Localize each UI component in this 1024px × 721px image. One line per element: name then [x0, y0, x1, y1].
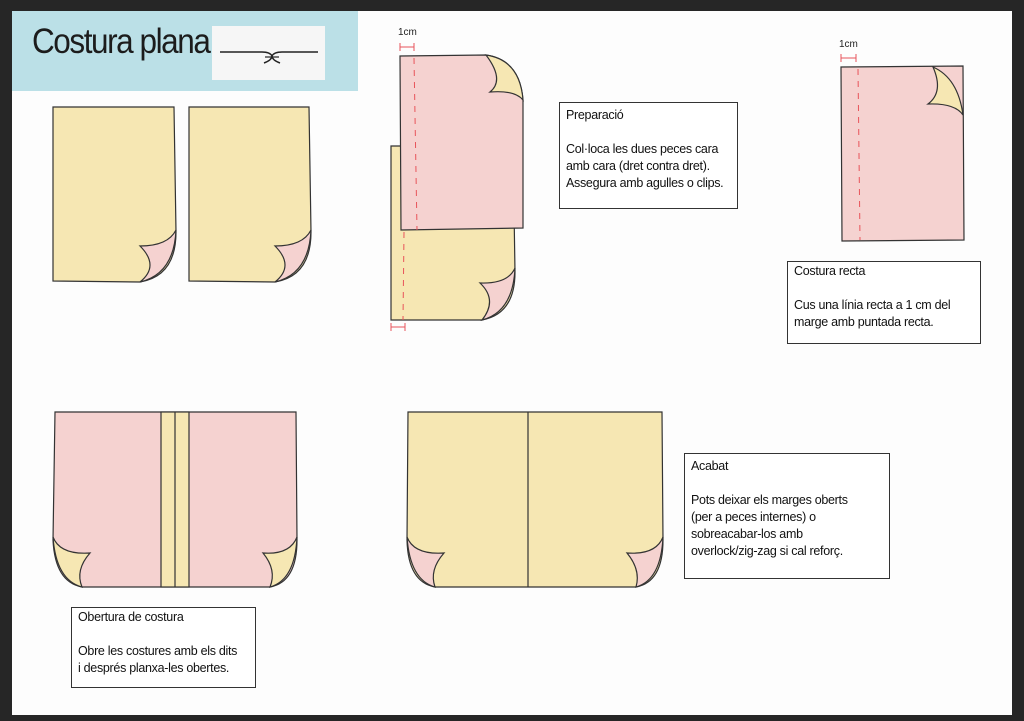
fabric-piece-right [188, 106, 312, 283]
step-text: Assegura amb agulles o clips. [566, 176, 724, 190]
step-title: Acabat [691, 459, 729, 473]
step-box-preparacio: Preparació Col·loca les dues peces cara … [559, 102, 738, 209]
step-text: i després planxa-les obertes. [78, 661, 230, 675]
fabric-piece-left [52, 106, 177, 283]
measure-label: 1cm [398, 27, 417, 38]
step-title: Costura recta [794, 264, 866, 278]
finished-seam [406, 411, 664, 588]
step-text: overlock/zig-zag si cal reforç. [691, 544, 843, 558]
sewn-piece [840, 65, 965, 242]
step-box-obertura: Obertura de costura Obre les costures am… [71, 607, 256, 688]
step-text: Pots deixar els marges oberts [691, 493, 848, 507]
step-title: Preparació [566, 108, 624, 122]
step-text: Cus una línia recta a 1 cm del [794, 298, 951, 312]
step-text: Col·loca les dues peces cara [566, 142, 719, 156]
stacked-pieces [390, 54, 524, 322]
step-title: Obertura de costura [78, 610, 184, 624]
page-title: Costura plana [32, 22, 211, 61]
step-box-costura-recta: Costura recta Cus una línia recta a 1 cm… [787, 261, 981, 344]
step-text: sobreacabar-los amb [691, 527, 803, 541]
step-text: amb cara (dret contra dret). [566, 159, 710, 173]
flat-seam-symbol-icon [212, 26, 325, 80]
step-box-acabat: Acabat Pots deixar els marges oberts (pe… [684, 453, 890, 579]
step-text: Obre les costures amb els dits [78, 644, 238, 658]
step-text: (per a peces internes) o [691, 510, 816, 524]
measure-label: 1cm [839, 39, 858, 50]
pressed-open-seam [52, 411, 298, 588]
step-text: marge amb puntada recta. [794, 315, 934, 329]
seam-allowance-markers [390, 43, 861, 331]
